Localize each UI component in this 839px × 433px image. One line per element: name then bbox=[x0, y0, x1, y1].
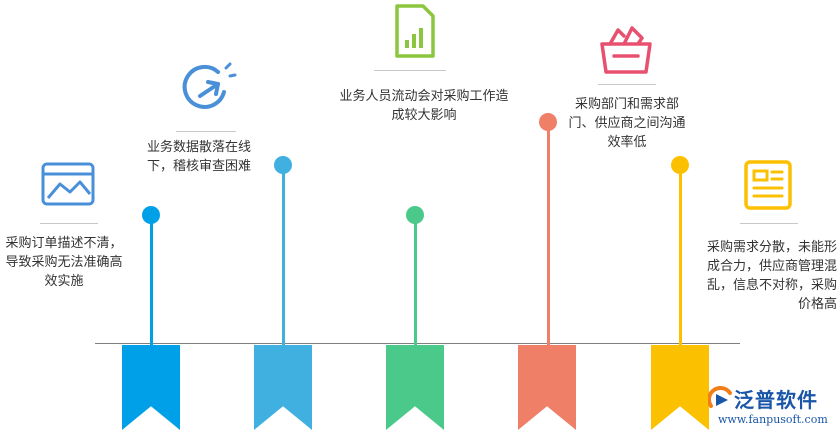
logo-icon bbox=[708, 386, 732, 408]
image-card-icon bbox=[41, 162, 95, 206]
item-text-2: 业务数据散落在线下，稽核审查困难 bbox=[147, 140, 252, 174]
refresh-arrow-icon bbox=[182, 62, 237, 109]
divider-5 bbox=[740, 223, 798, 224]
stem-1 bbox=[150, 215, 153, 345]
document-chart-icon bbox=[395, 4, 435, 58]
stem-4 bbox=[547, 122, 550, 345]
dot-2 bbox=[274, 156, 292, 174]
logo-url: www.fanpusoft.com bbox=[718, 413, 828, 426]
divider-3 bbox=[374, 70, 446, 71]
stem-2 bbox=[282, 165, 285, 345]
brand-logo: 泛普软件 www.fanpusoft.com bbox=[706, 384, 836, 430]
ribbon-1 bbox=[122, 345, 180, 430]
item-text-5: 采购需求分散，未能形成合力，供应商管理混乱，信息不对称，采购价格高 bbox=[706, 240, 837, 312]
dot-3 bbox=[406, 206, 424, 224]
item-text-1: 采购订单描述不清，导致采购无法准确高效实施 bbox=[5, 236, 123, 289]
stem-5 bbox=[679, 165, 682, 345]
divider-4 bbox=[598, 84, 656, 85]
dot-4 bbox=[539, 113, 557, 131]
dot-5 bbox=[671, 156, 689, 174]
logo-name: 泛普软件 bbox=[734, 388, 818, 412]
ribbon-3 bbox=[386, 345, 444, 430]
document-list-icon bbox=[744, 160, 792, 210]
ribbon-4 bbox=[518, 345, 576, 430]
item-text-3: 业务人员流动会对采购工作造成较大影响 bbox=[339, 89, 509, 123]
ribbon-5 bbox=[651, 345, 709, 430]
divider-1 bbox=[40, 223, 98, 224]
timeline-baseline bbox=[95, 343, 740, 344]
stem-3 bbox=[414, 215, 417, 345]
item-text-4: 采购部门和需求部门、供应商之间沟通效率低 bbox=[568, 97, 686, 150]
dot-1 bbox=[142, 206, 160, 224]
ribbon-2 bbox=[254, 345, 312, 430]
divider-2 bbox=[176, 131, 236, 132]
shopping-basket-icon bbox=[600, 26, 652, 74]
